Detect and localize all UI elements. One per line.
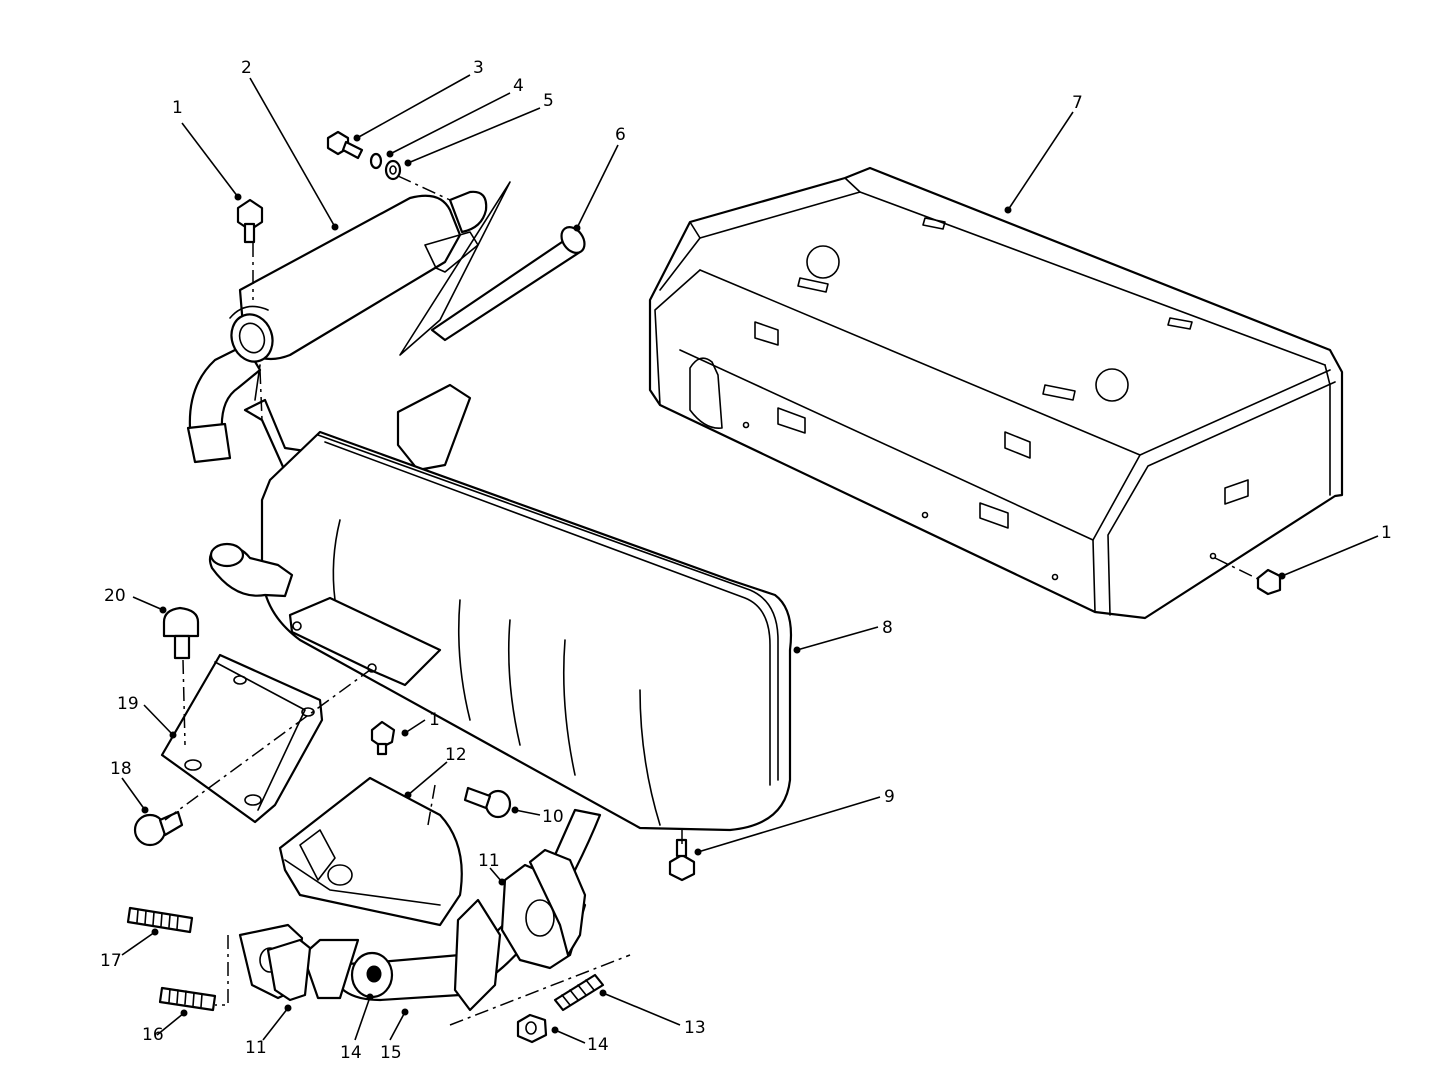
gasket-upper (500, 848, 587, 970)
callout-12-heat-shield: 12 (445, 745, 467, 765)
callout-8-main-muffler: 8 (882, 618, 893, 638)
alignment-lines (164, 175, 1261, 1026)
callout-13-stud: 13 (684, 1018, 706, 1038)
callout-1-bolt-middle: 1 (429, 710, 440, 730)
callout-18-bolt: 18 (110, 759, 132, 779)
nut-14 (516, 1013, 548, 1044)
stud-17 (126, 906, 194, 934)
callout-2-muffler: 2 (241, 58, 252, 78)
spark-arrestor-muffler (186, 181, 511, 464)
callout-19-bracket: 19 (117, 694, 139, 714)
callout-4-lock-washer: 4 (513, 76, 524, 96)
callout-15-exhaust-pipe: 15 (380, 1043, 402, 1063)
callout-9-bolt: 9 (884, 787, 895, 807)
bolt-3 (326, 130, 364, 160)
callout-leaders (121, 74, 1379, 1044)
bolt-1-right (1256, 568, 1282, 596)
callout-5-washer: 5 (543, 91, 554, 111)
gasket-lower (238, 923, 312, 1002)
bolt-1-middle (370, 720, 396, 756)
callout-16-stud: 16 (142, 1025, 164, 1045)
callout-20-bolt: 20 (104, 586, 126, 606)
bolt-10 (463, 786, 512, 819)
callout-3-bolt: 3 (473, 58, 484, 78)
stud-16 (158, 986, 217, 1012)
muffler-bracket (160, 653, 324, 824)
callout-labels: 1 2 3 4 5 6 7 1 8 20 19 1 18 12 10 9 11 … (100, 58, 1392, 1063)
callout-11-gasket-upper: 11 (478, 851, 500, 871)
callout-11-gasket-lower: 11 (245, 1038, 267, 1058)
callout-1-bolt-right: 1 (1381, 523, 1392, 543)
main-muffler (208, 383, 793, 832)
callout-14-nut-left: 14 (340, 1043, 362, 1063)
muffler-cover (648, 166, 1344, 620)
callout-1-bolt-top: 1 (172, 98, 183, 118)
bolt-18 (133, 810, 184, 847)
lock-washer-4 (369, 152, 383, 170)
bolt-1-top (236, 198, 264, 244)
washer-5 (384, 159, 402, 181)
callout-14-nut-right: 14 (587, 1035, 609, 1055)
callout-6-tail-pipe: 6 (615, 125, 626, 145)
stud-13 (553, 973, 605, 1012)
tail-pipe (430, 226, 586, 342)
heat-shield (278, 776, 463, 927)
callout-7-cover: 7 (1072, 93, 1083, 113)
callout-10-bolt: 10 (542, 807, 564, 827)
bolt-20 (162, 606, 200, 660)
bolt-9 (668, 838, 696, 882)
callout-17-stud: 17 (100, 951, 122, 971)
